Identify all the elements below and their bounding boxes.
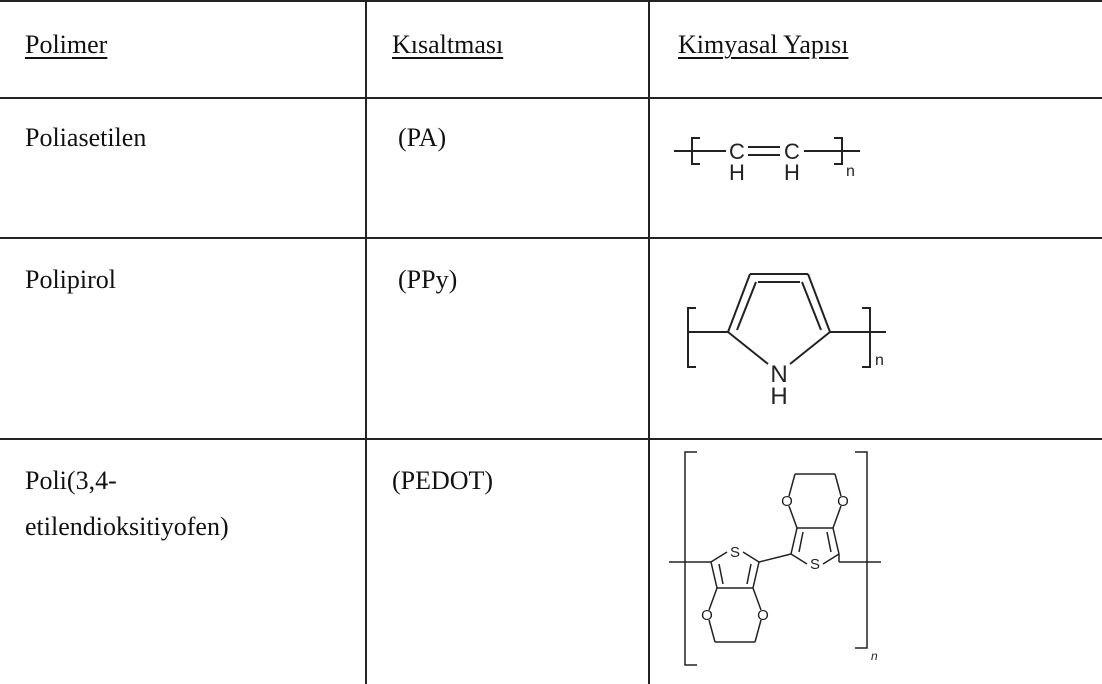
header-abbreviation: Kısaltması	[392, 30, 504, 59]
row1-abbreviation: (PA)	[398, 123, 447, 152]
pedot-sulfur-1: S	[730, 544, 740, 561]
header-polymer: Polimer	[25, 30, 108, 59]
table-rule-3	[0, 438, 1102, 440]
column-divider-2	[648, 0, 650, 684]
pa-hydrogen-1: H	[729, 160, 745, 185]
polypyrrole-structure-icon: N H n	[687, 273, 886, 410]
pa-carbon-1: C	[729, 139, 745, 164]
pedot-subscript-n: n	[871, 649, 878, 663]
table-rule-1	[0, 97, 1102, 99]
ppy-hydrogen: H	[770, 383, 787, 410]
table-rule-top	[0, 0, 1102, 2]
polyacetylene-structure-icon: C H C H n	[674, 137, 860, 185]
table-rule-2	[0, 237, 1102, 239]
row3-polymer-line2: etilendioksitiyofen)	[25, 512, 229, 541]
row1-polymer: Poliasetilen	[25, 123, 147, 152]
row3-polymer-line1: Poli(3,4-	[25, 466, 117, 495]
row2-polymer: Polipirol	[25, 265, 117, 294]
ppy-subscript-n: n	[875, 352, 884, 369]
pedot-oxygen-1: O	[701, 607, 713, 624]
pa-subscript-n: n	[846, 163, 855, 180]
pedot-sulfur-2: S	[810, 556, 820, 573]
pedot-structure-icon: S S O O O O n	[669, 451, 881, 666]
pa-carbon-2: C	[784, 139, 800, 164]
row3-abbreviation: (PEDOT)	[392, 466, 494, 495]
column-divider-1	[365, 0, 367, 684]
row2-abbreviation: (PPy)	[398, 265, 458, 294]
pedot-oxygen-4: O	[837, 493, 849, 510]
header-chemical-structure: Kimyasal Yapısı	[678, 30, 849, 59]
pedot-oxygen-2: O	[757, 607, 769, 624]
pedot-oxygen-3: O	[781, 493, 793, 510]
pa-hydrogen-2: H	[784, 160, 800, 185]
ppy-nitrogen: N	[770, 361, 787, 388]
